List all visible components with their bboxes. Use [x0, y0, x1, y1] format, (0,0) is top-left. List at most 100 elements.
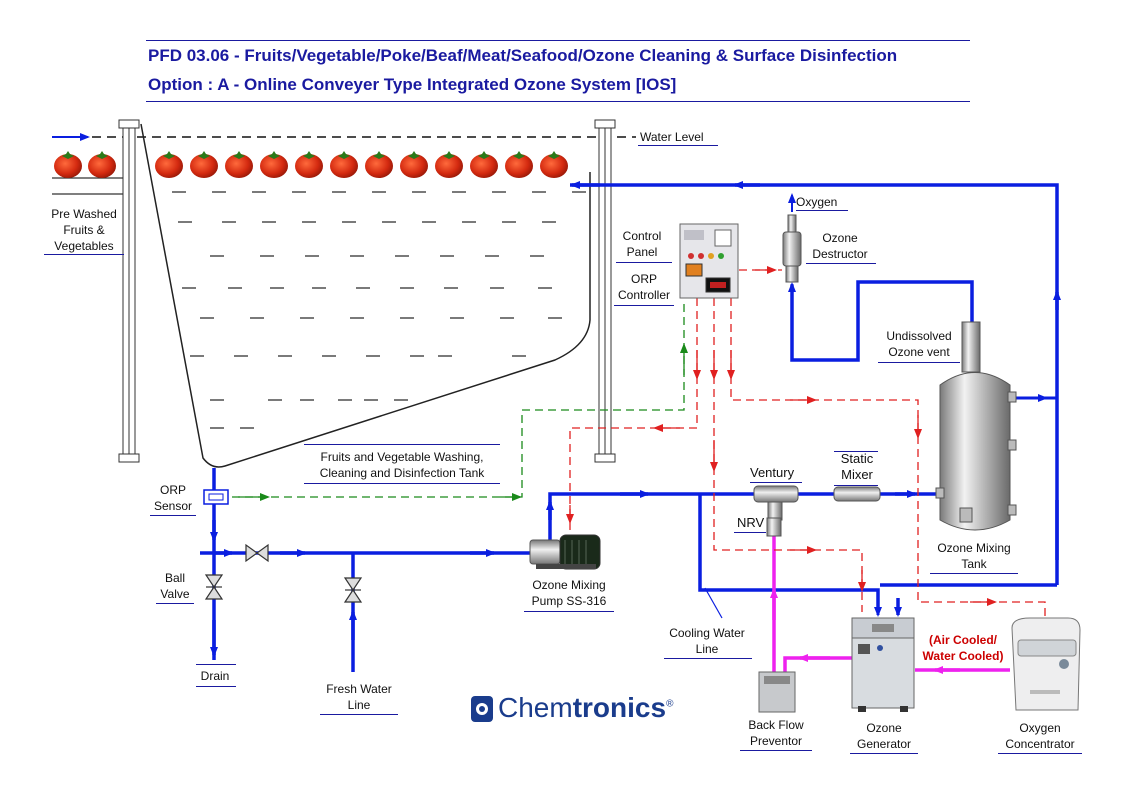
cooling-water-label: Cooling Water Line [662, 625, 752, 657]
pump-2: Pump SS-316 [531, 594, 607, 608]
orp-sensor-label: ORP Sensor [148, 482, 198, 514]
tomato-6 [295, 151, 323, 178]
orp-controller-2: Controller [617, 288, 671, 302]
pre-washed-2: Fruits & [63, 223, 105, 237]
pump-1: Ozone Mixing [532, 578, 606, 592]
tomato-8 [365, 151, 393, 178]
oxygen-concentrator [1011, 617, 1081, 711]
ozone-gen-2: Generator [856, 737, 912, 751]
fresh-water-rule [320, 714, 398, 715]
fresh-water-1: Fresh Water [326, 682, 392, 696]
back-flow-preventer [758, 671, 796, 713]
tomato-0 [54, 151, 82, 178]
title-top-rule [146, 40, 970, 41]
water-level-rule [638, 145, 718, 146]
logo-text-a: Chem [498, 692, 573, 723]
pre-washed-3: Vegetables [54, 239, 114, 253]
venturi [753, 485, 799, 521]
nrv-label: NRV [737, 515, 765, 530]
orp-sensor-1: ORP [159, 483, 186, 497]
tomato-7 [330, 151, 358, 178]
oxygen-conc-2: Concentrator [1005, 737, 1075, 751]
ozone-mixing-pump [529, 534, 601, 570]
title-bottom-rule [146, 101, 970, 102]
nrv-valve [766, 517, 782, 537]
mixing-tank-label: Ozone Mixing Tank [930, 540, 1018, 572]
washing-tank [140, 123, 591, 468]
static-mixer-label: Static Mixer [834, 451, 880, 483]
ball-valve-drain [204, 574, 224, 600]
tank-label-1: Fruits and Vegetable Washing, [320, 450, 484, 464]
static-mixer [833, 486, 881, 502]
orp-sensor-rule [150, 515, 196, 516]
ozone-line-to-venturi [783, 656, 860, 676]
chemtronics-logo-mark [471, 696, 493, 722]
back-flow-rule [740, 750, 812, 751]
tank-label-2: Cleaning and Disinfection Tank [319, 466, 485, 480]
ball-valve-rule [156, 603, 194, 604]
air-cooled-1: (Air Cooled/ [929, 633, 997, 647]
control-panel-rule [616, 262, 672, 263]
tomato-9 [400, 151, 428, 178]
oxygen-label: Oxygen [796, 195, 838, 209]
logo-mark: ® [666, 698, 674, 710]
tomato-5 [260, 151, 288, 178]
ozone-destructor-1: Ozone [822, 231, 858, 245]
air-cooled-2: Water Cooled) [922, 649, 1004, 663]
control-panel [679, 223, 739, 299]
orp-sensor-2: Sensor [153, 499, 193, 513]
control-panel-label: Control Panel [612, 228, 672, 260]
tomato-11 [470, 151, 498, 178]
right-conveyor-post [594, 119, 616, 463]
drain-label: Drain [200, 669, 230, 683]
orp-controller-label: ORP Controller [612, 271, 676, 303]
vent-line [790, 280, 974, 365]
ozone-destructor [782, 214, 802, 283]
back-flow-2: Preventor [749, 734, 803, 748]
tomato-3 [190, 151, 218, 178]
pump-label: Ozone Mixing Pump SS-316 [524, 577, 614, 609]
tank-label-rule-top [304, 444, 500, 445]
tomato-2 [155, 151, 183, 178]
nrv-rule [734, 532, 766, 533]
mixing-tank-2: Tank [961, 557, 987, 571]
pre-washed-rule [44, 254, 124, 255]
fresh-water-label: Fresh Water Line [318, 681, 400, 713]
static-mixer-rule-top [834, 451, 878, 452]
back-flow-label: Back Flow Preventor [738, 717, 814, 749]
orp-controller-1: ORP [630, 272, 657, 286]
pre-washed-1: Pre Washed [51, 207, 117, 221]
cooling-1: Cooling Water [669, 626, 745, 640]
static-mixer-1: Static [840, 451, 874, 466]
tomato-1 [88, 151, 116, 178]
tank-label: Fruits and Vegetable Washing, Cleaning a… [304, 449, 500, 481]
pre-washed-label: Pre Washed Fruits & Vegetables [44, 206, 124, 254]
oxygen-rule [796, 210, 848, 211]
oxygen-conc-1: Oxygen [1019, 721, 1061, 735]
title-line-1: PFD 03.06 - Fruits/Vegetable/Poke/Beaf/M… [148, 46, 898, 65]
tomato-10 [435, 151, 463, 178]
control-panel-1: Control [622, 229, 662, 243]
tomato-12 [505, 151, 533, 178]
cooling-rule [664, 658, 752, 659]
return-line-top [570, 183, 1059, 585]
tomato-4 [225, 151, 253, 178]
tank-water-dashes [172, 191, 586, 429]
cooling-2: Line [695, 642, 719, 656]
cooling-water-line [698, 494, 880, 612]
undissolved-rule [878, 362, 960, 363]
air-water-cooled-label: (Air Cooled/ Water Cooled) [916, 632, 1010, 664]
tomato-13 [540, 151, 568, 178]
ozone-destructor-label: Ozone Destructor [804, 230, 876, 262]
undissolved-1: Undissolved [886, 329, 952, 343]
valve-fresh-water [343, 577, 363, 603]
orp-sensor [203, 489, 229, 505]
discharge-line [548, 492, 945, 540]
title-line-2: Option : A - Online Conveyer Type Integr… [148, 75, 677, 94]
ball-valve-1: Ball [164, 571, 185, 585]
mixing-tank-rule [930, 573, 1018, 574]
ozone-gen-1: Ozone [866, 721, 902, 735]
oxygen-concentrator-label: Oxygen Concentrator [996, 720, 1084, 752]
